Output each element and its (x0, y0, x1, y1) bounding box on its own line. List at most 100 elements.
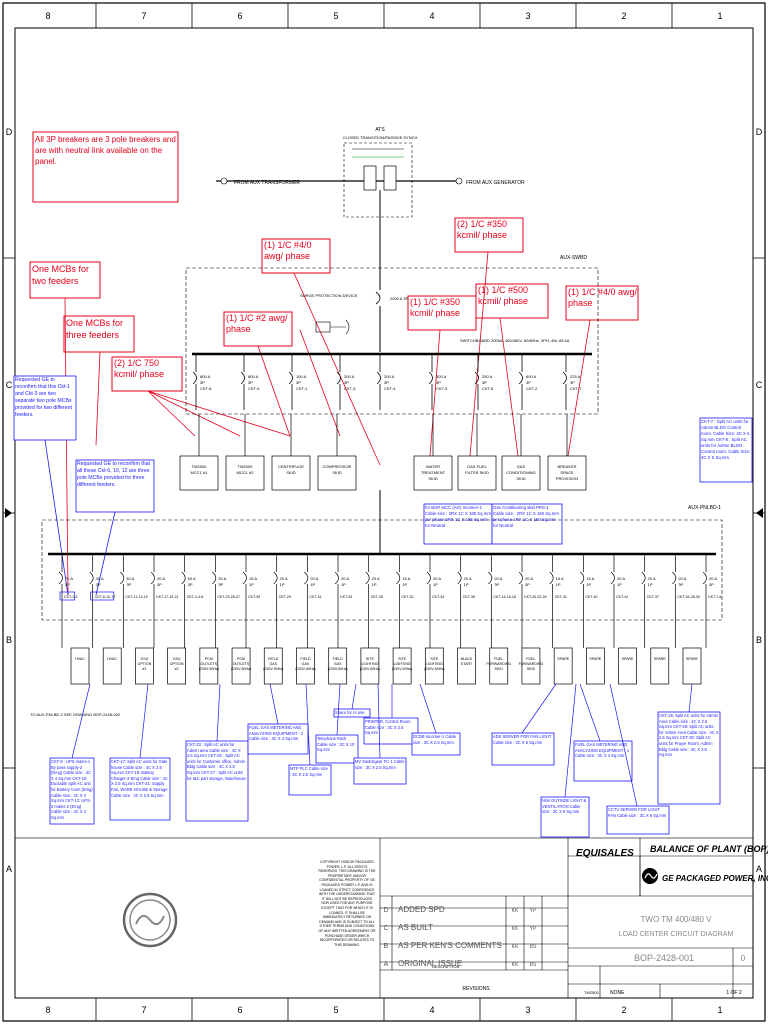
cable-callout-text: (2) 1/C 750 kcmil/ phase (114, 358, 165, 379)
blue-note-text: DCDB Incomer-1 Cable size : 3C X 2.5 Sq.… (413, 734, 456, 745)
blue-note-text: CKT-7 : Split AC units for Admin BLDG Co… (701, 419, 751, 460)
pnl-breaker-poles: 3P (188, 582, 193, 587)
pnl-load-label: PCM (205, 657, 213, 661)
pnl-breaker-rating: 20 A (341, 576, 349, 581)
mcb-two-note: One MCBs for two feeders (32, 264, 89, 286)
breaker-poles: 3P (200, 380, 205, 385)
ats-switch-a (363, 165, 377, 191)
pnl-breaker-arc-icon (334, 571, 339, 585)
pnl-breaker-rating: 20 A (648, 576, 656, 581)
blue-note-text: CKT-8 : UPS mains-1 By pass supply-2 (Em… (51, 759, 93, 820)
blue-leader (269, 683, 279, 725)
column-labels-bottom: 8 7 6 5 4 3 2 1 (45, 1005, 722, 1015)
load-box-frame (457, 455, 497, 491)
pnl-load-label: FIELD (300, 657, 311, 661)
pnl-load-label: LIGHTING (426, 662, 443, 666)
pnl-breaker-ckt: CKT-6-10-12 (95, 595, 116, 599)
pnl-breaker-rating: 20 A (433, 576, 441, 581)
pnl-breaker-ckt: CKT-41 (555, 595, 567, 599)
col-label: 6 (237, 11, 242, 21)
blue-note-telephone: Telephone Rack Cable size : 3C X 10 Sq.m… (315, 734, 359, 764)
col-label: 1 (717, 11, 722, 21)
blue-note-ckt26-30: CKT-26: Split AC units for Admin Area Ca… (657, 711, 721, 805)
breaker-ckt: CKT-7 (570, 386, 582, 391)
blue-note-text: Telephone Rack Cable size : 3C X 10 Sq.m… (317, 736, 355, 753)
pnl-breaker-poles: 1P (617, 582, 622, 587)
pnl-load-frame (199, 647, 219, 685)
breaker-ckt: CKT-9 (248, 386, 260, 391)
pnl-breaker-arc-icon (242, 571, 247, 585)
breaker-poles: 3P (482, 380, 487, 385)
blue-note-nw-outside: N/W OUTSIDE LIGHT & VENTILATION Cable si… (540, 796, 590, 838)
request-note-box (13, 375, 77, 441)
cable-callout-box (111, 356, 183, 392)
blue-note-body: DCDB Incomer-1 Cable size : 3C X 2.5 Sq.… (413, 734, 456, 745)
swbd-main-breaker: 2000 A 3P (390, 296, 409, 301)
blue-note-mtp: MTP PLC Cable size : 3C X 2.5 Sq.mm (288, 764, 332, 796)
supplier: EQUISALES (576, 848, 634, 859)
pnl-breaker-ckt: CKT-7-8 (708, 595, 721, 599)
blue-note-dcdb: DCDB Incomer-1 Cable size : 3C X 2.5 Sq.… (411, 732, 461, 756)
column-labels-top: 8 7 6 5 4 3 2 1 (45, 11, 722, 21)
blue-note-frame (491, 732, 555, 766)
pnl-load-label: FORWARDING (519, 662, 544, 666)
pnl-breaker-rating: 20 A (678, 576, 686, 581)
cable-callout: (1) 1/C #4/0 awg/ phase (568, 287, 637, 308)
cable-callout-box (261, 238, 331, 274)
pnl-load-label: #1 (142, 667, 146, 671)
breaker-rating: 100 A (296, 374, 307, 379)
breaker-arc-icon (240, 371, 245, 385)
col-label: 3 (525, 1005, 530, 1015)
col-label: 5 (333, 11, 338, 21)
col-label: 2 (621, 11, 626, 21)
pnl-load-label: (230V-50Hz) (295, 667, 315, 671)
pnl-load-label: SPARE (622, 657, 635, 661)
load-label: SKID (286, 470, 295, 475)
breaker-poles: 3P (248, 380, 253, 385)
load-label: TREATMENT (421, 470, 446, 475)
pnl-breaker-arc-icon (120, 571, 125, 585)
breaker-ckt: CKT-5 (436, 386, 448, 391)
pnl-load-label: (230V-50Hz) (231, 667, 251, 671)
row-label: C (756, 380, 763, 390)
breaker-arc-icon (562, 371, 567, 385)
blue-note-text: FUEL GAS METERING AND ANALYZING EQUIPMEN… (249, 725, 304, 742)
pnl-breaker-poles: 1P (341, 582, 346, 587)
pnl-breaker-arc-icon (702, 571, 707, 585)
breaker-arc-icon (336, 371, 341, 385)
pnl-breaker-rating: 20 A (372, 576, 380, 581)
mcb-three-box (63, 315, 135, 353)
pnl-breaker-arc-icon (212, 571, 217, 585)
pnl-load-box: SPARE (682, 647, 702, 685)
ats-enclosure (343, 142, 413, 218)
pnl-breaker-arc-icon (549, 571, 554, 585)
pnl-load-label: LIGHTING (394, 662, 411, 666)
col-label: 1 (717, 1005, 722, 1015)
rev-chk: BS (530, 944, 537, 950)
blue-leader (351, 683, 357, 710)
pnl-load-label: FIELD (268, 657, 279, 661)
breaker-arc-icon (518, 371, 523, 385)
pnl-breaker-arc-icon (89, 571, 94, 585)
pnl-breaker-ckt: CKT-36 (463, 595, 475, 599)
pnl-breaker-arc-icon (580, 571, 585, 585)
ckt-highlight (90, 591, 115, 601)
breaker-rating: 200 A (344, 374, 355, 379)
